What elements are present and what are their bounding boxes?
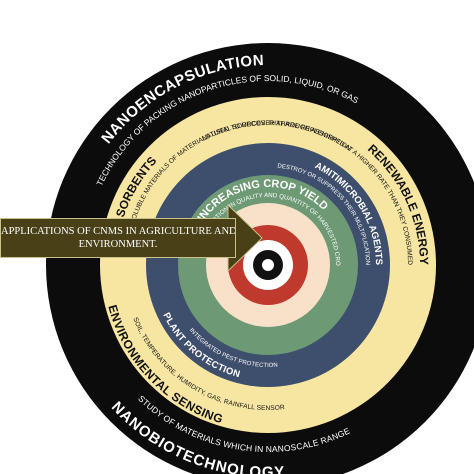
applications-arrow-label: APPLICATIONS OF CNMS IN AGRICULTURE AND … xyxy=(0,218,236,258)
arrow-label-line2: ENVIRONMENT. xyxy=(78,239,158,250)
arrow-label-line1: APPLICATIONS OF CNMS IN AGRICULTURE AND … xyxy=(1,226,236,237)
core-white xyxy=(262,259,274,271)
